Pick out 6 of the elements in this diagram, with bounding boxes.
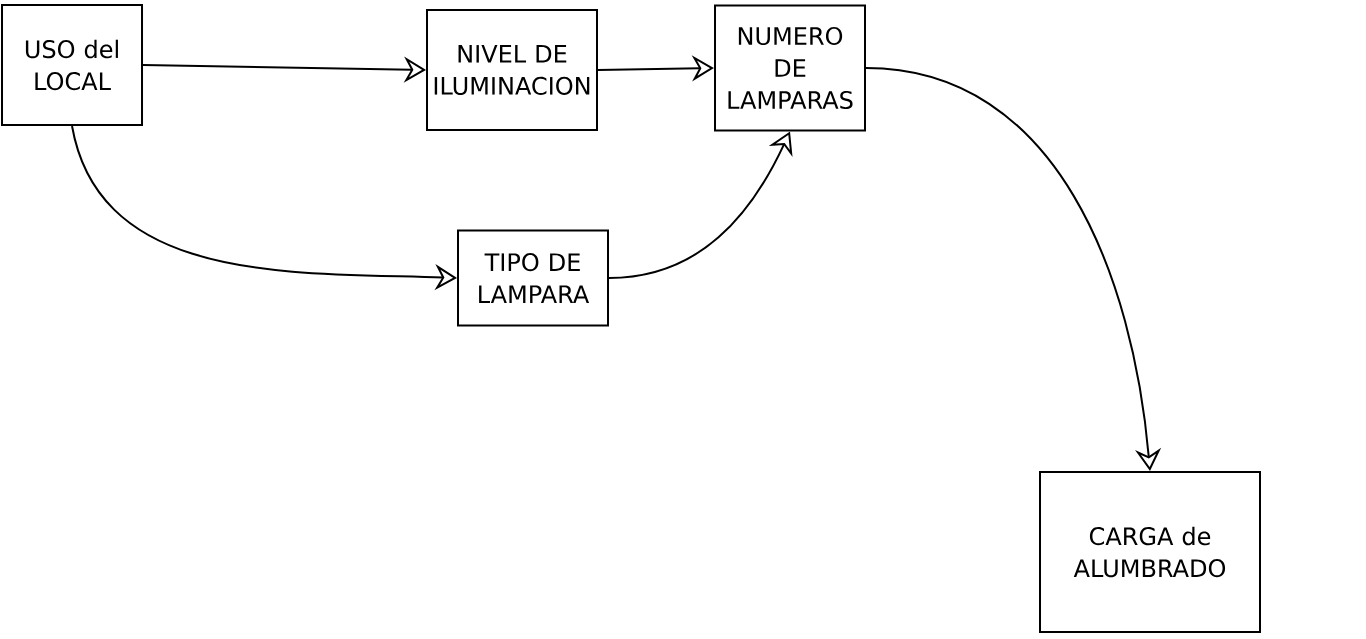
process-box: USO del LOCAL — [1, 4, 143, 126]
process-box: CARGA de ALUMBRADO — [1039, 471, 1261, 633]
process-box: NUMERO DE LAMPARAS — [714, 4, 866, 132]
arrow — [865, 67, 1162, 471]
process-box: TIPO DE LAMPARA — [457, 229, 609, 327]
process-box: NIVEL DE ILUMINACION — [426, 9, 598, 131]
